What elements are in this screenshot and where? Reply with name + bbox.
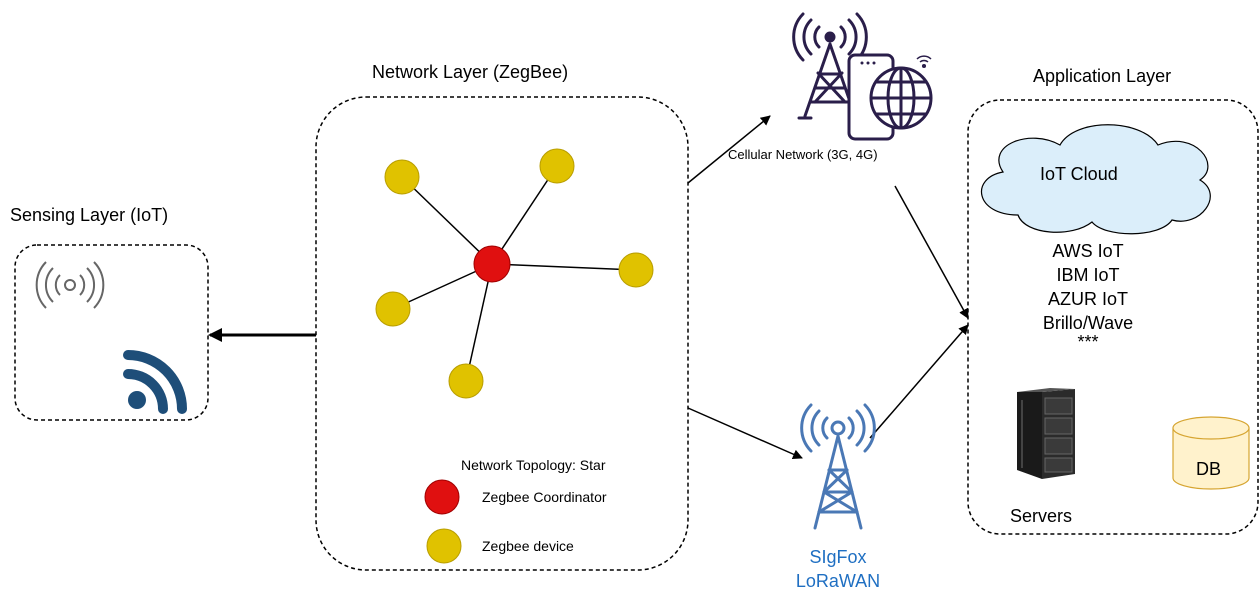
iot-cloud-shape [980, 124, 1211, 235]
zegbee-device-node [384, 159, 420, 195]
platform-ibm: IBM IoT [1056, 265, 1120, 285]
sensor-broadcast-icon [35, 261, 105, 309]
legend-device-label: Zegbee device [482, 538, 574, 554]
servers-label: Servers [1010, 506, 1073, 526]
application-layer-title: Application Layer [1033, 66, 1172, 86]
star-topology-links [392, 165, 637, 382]
cellular-network-label: Cellular Network (3G, 4G) [728, 147, 878, 162]
legend-coordinator-label: Zegbee Coordinator [482, 489, 607, 505]
zegbee-device-node [375, 291, 411, 327]
wireless-signal-icon [123, 350, 187, 414]
legend-coordinator-marker [424, 479, 460, 515]
sensing-layer-title: Sensing Layer (IoT) [10, 205, 169, 225]
arrow-network-to-lpwan [687, 407, 803, 459]
zegbee-device-node [618, 252, 654, 288]
lpwan-label-sigfox: SIgFox [809, 547, 867, 567]
network-layer-title: Network Layer (ZegBee) [372, 62, 569, 82]
zegbee-coordinator-node [473, 245, 511, 283]
arrow-cellular-to-application [894, 185, 969, 319]
server-rack-icon [1017, 388, 1075, 479]
topology-label: Network Topology: Star [461, 457, 606, 473]
database-cylinder-icon [1172, 416, 1250, 490]
iot-cloud-label: IoT Cloud [1040, 164, 1118, 184]
platform-azur: AZUR IoT [1047, 289, 1128, 309]
arrow-network-to-cellular [687, 115, 771, 184]
platform-aws: AWS IoT [1052, 241, 1124, 261]
platform-list: AWS IoT IBM IoT AZUR IoT Brillo/Wave *** [1028, 239, 1148, 352]
application-layer-box [967, 99, 1259, 535]
lpwan-tower-icon [800, 403, 876, 530]
legend-device-marker [426, 528, 462, 564]
platform-brillo: Brillo/Wave [1042, 313, 1134, 333]
zegbee-device-node [539, 148, 575, 184]
zegbee-device-node [448, 363, 484, 399]
globe-icon [869, 66, 933, 130]
db-label: DB [1196, 459, 1222, 479]
arrow-lpwan-to-application [869, 324, 969, 439]
lpwan-labels: SIgFox LoRaWAN [778, 545, 898, 593]
platform-more: *** [1077, 332, 1099, 352]
phone-camera-dots-icon [860, 61, 876, 65]
lpwan-label-lorawan: LoRaWAN [795, 571, 881, 591]
small-wifi-icon [916, 55, 932, 69]
